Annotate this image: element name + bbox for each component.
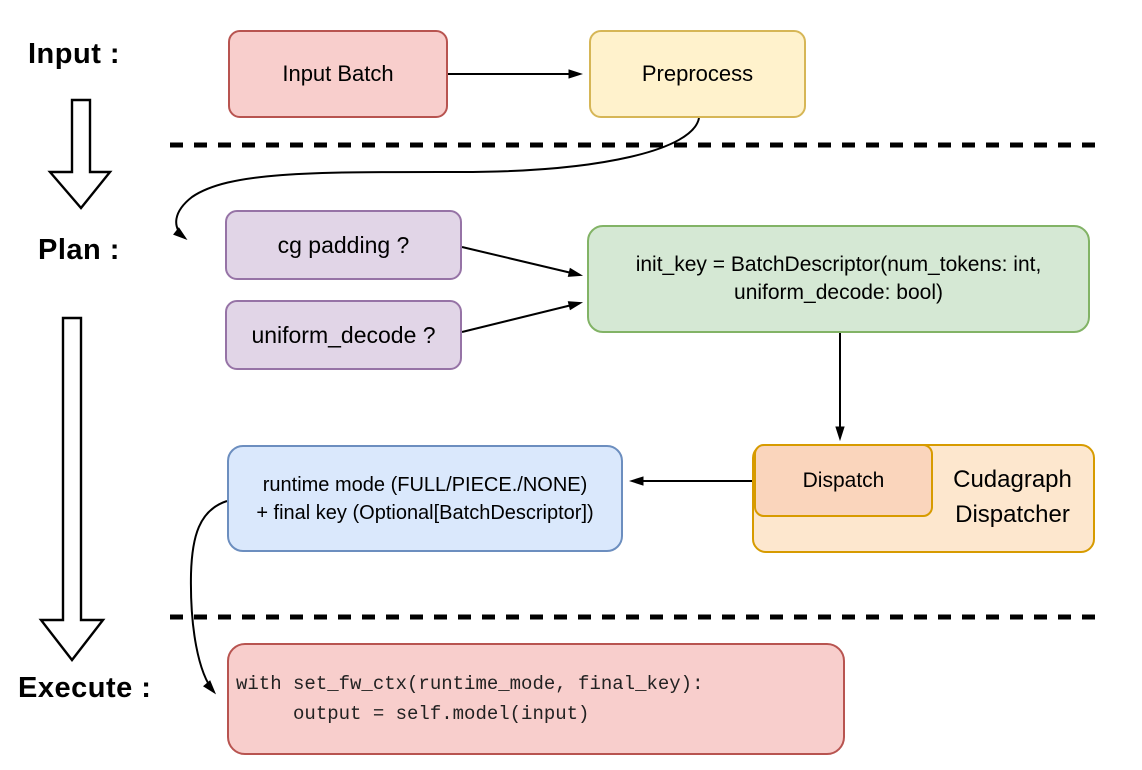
input-to-plan-arrow-icon <box>47 98 113 210</box>
execute-code-node: with set_fw_ctx(runtime_mode, final_key)… <box>227 643 845 755</box>
runtime-mode-node-line1: runtime mode (FULL/PIECE./NONE) <box>262 473 588 496</box>
runtime-mode-node-line2: + final key (Optional[BatchDescriptor]) <box>256 501 594 524</box>
dispatch-node-label: Dispatch <box>802 468 885 492</box>
plan-stage-label: Plan : <box>38 234 120 266</box>
input-stage-label: Input : <box>28 38 121 70</box>
preprocess-node: Preprocess <box>589 30 806 118</box>
cg-padding-node: cg padding ? <box>225 210 462 280</box>
cg-padding-node-label: cg padding ? <box>277 231 410 258</box>
execute-code-line2: output = self.model(input) <box>236 703 590 725</box>
cudagraph-dispatcher-label-line2: Dispatcher <box>955 501 1070 528</box>
dispatch-node: Dispatch <box>754 444 933 517</box>
execute-stage-label: Execute : <box>18 672 152 704</box>
init-key-node-line1: init_key = BatchDescriptor(num_tokens: i… <box>635 253 1042 277</box>
input-batch-node-label: Input Batch <box>282 61 394 87</box>
runtime-mode-node: runtime mode (FULL/PIECE./NONE) + final … <box>227 445 623 552</box>
edge-runtimemode-execute-curve <box>189 500 228 692</box>
cudagraph-dispatcher-label-line1: Cudagraph <box>953 466 1072 493</box>
init-key-node: init_key = BatchDescriptor(num_tokens: i… <box>587 225 1090 333</box>
preprocess-node-label: Preprocess <box>641 61 754 87</box>
execute-code-line1: with set_fw_ctx(runtime_mode, final_key)… <box>236 673 704 695</box>
plan-to-execute-arrow-icon <box>38 316 106 662</box>
init-key-node-line2: uniform_decode: bool) <box>734 281 943 304</box>
uniform-decode-node: uniform_decode ? <box>225 300 462 370</box>
edge-uniformdecode-initkey <box>461 303 580 333</box>
edge-cgpadding-initkey <box>461 246 580 275</box>
cudagraph-dispatcher-label: Cudagraph Dispatcher <box>930 462 1095 532</box>
uniform-decode-node-label: uniform_decode ? <box>251 321 436 348</box>
input-batch-node: Input Batch <box>228 30 448 118</box>
